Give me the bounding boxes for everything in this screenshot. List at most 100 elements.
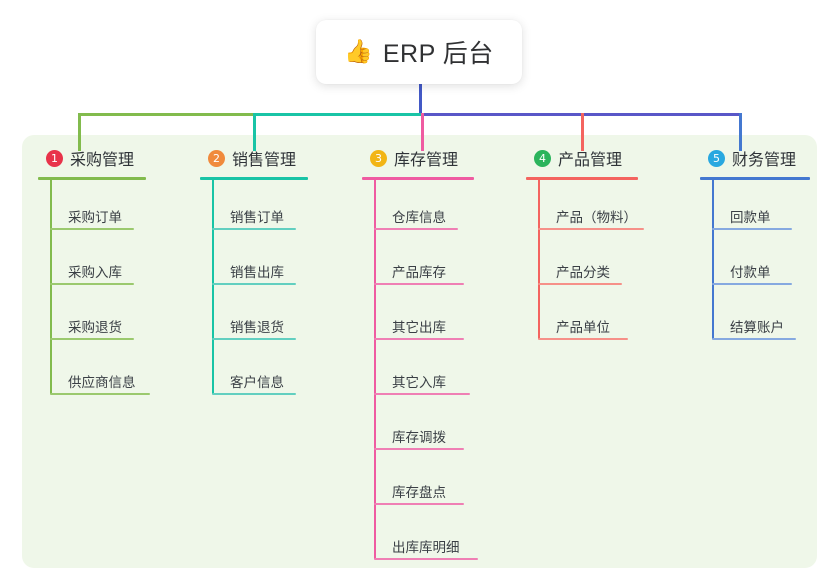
- leaf-node-rule: [374, 558, 478, 560]
- branch-header-inventory[interactable]: 3 库存管理: [362, 146, 474, 170]
- leaf-node-rule: [712, 338, 796, 340]
- leaf-node[interactable]: 产品分类: [526, 235, 638, 290]
- branch-header-rule-product: [526, 177, 638, 180]
- leaf-node-label: 其它入库: [392, 375, 446, 390]
- leaf-node-rule: [538, 228, 644, 230]
- leaf-node[interactable]: 结算账户: [700, 290, 810, 345]
- branch-title-finance: 财务管理: [732, 152, 797, 169]
- leaf-node-rule: [374, 393, 470, 395]
- branch-header-rule-inventory: [362, 177, 474, 180]
- leaf-node-rule: [212, 393, 296, 395]
- leaf-node-label: 产品单位: [556, 320, 610, 335]
- leaf-node[interactable]: 付款单: [700, 235, 810, 290]
- leaf-node[interactable]: 仓库信息: [362, 180, 474, 235]
- drop-finance: [739, 113, 742, 151]
- leaf-node-rule: [374, 228, 458, 230]
- leaf-node-rule: [50, 393, 150, 395]
- leaf-node[interactable]: 其它出库: [362, 290, 474, 345]
- leaf-node[interactable]: 其它入库: [362, 345, 474, 400]
- branch-badge-finance: 5: [708, 149, 725, 167]
- branch-header-rule-purchasing: [38, 177, 146, 180]
- leaf-node-label: 销售退货: [230, 320, 284, 335]
- drop-product: [581, 113, 584, 151]
- leaf-node-label: 产品（物料）: [556, 210, 637, 225]
- leaf-node[interactable]: 销售订单: [200, 180, 308, 235]
- branch-badge-inventory: 3: [370, 149, 387, 167]
- leaf-node[interactable]: 出库库明细: [362, 510, 478, 565]
- leaf-node-rule: [538, 338, 628, 340]
- leaf-node-rule: [50, 338, 134, 340]
- root-node-title: ERP 后台: [382, 40, 494, 68]
- leaf-node-label: 供应商信息: [68, 375, 136, 390]
- leaf-node[interactable]: 供应商信息: [38, 345, 150, 400]
- branch-items-sales: 销售订单销售出库销售退货客户信息: [200, 180, 308, 400]
- branch-header-finance[interactable]: 5 财务管理: [700, 146, 810, 170]
- leaf-node-label: 销售订单: [230, 210, 284, 225]
- branch-title-sales: 销售管理: [232, 152, 297, 169]
- leaf-node-label: 结算账户: [730, 320, 784, 335]
- leaf-node[interactable]: 销售出库: [200, 235, 308, 290]
- branch-items-finance: 回款单付款单结算账户: [700, 180, 810, 345]
- leaf-node-label: 产品库存: [392, 265, 446, 280]
- leaf-node[interactable]: 产品单位: [526, 290, 638, 345]
- leaf-node-rule: [212, 228, 296, 230]
- leaf-node[interactable]: 客户信息: [200, 345, 308, 400]
- leaf-node[interactable]: 采购入库: [38, 235, 146, 290]
- leaf-node[interactable]: 库存调拨: [362, 400, 474, 455]
- drop-inventory: [421, 113, 424, 151]
- bus-teal: [253, 113, 421, 116]
- thumbs-up-icon: 👍: [344, 38, 373, 65]
- leaf-node-label: 仓库信息: [392, 210, 446, 225]
- branch-title-inventory: 库存管理: [394, 152, 459, 169]
- branch-column-sales: 2 销售管理销售订单销售出库销售退货客户信息: [200, 146, 308, 400]
- leaf-node[interactable]: 销售退货: [200, 290, 308, 345]
- drop-sales: [253, 113, 256, 151]
- leaf-node-rule: [374, 503, 464, 505]
- leaf-node-label: 回款单: [730, 210, 771, 225]
- branch-title-purchasing: 采购管理: [70, 152, 135, 169]
- leaf-node-label: 付款单: [730, 265, 771, 280]
- leaf-node-rule: [374, 338, 464, 340]
- branch-spine-inventory: [374, 180, 376, 559]
- leaf-node-rule: [538, 283, 622, 285]
- leaf-node[interactable]: 产品库存: [362, 235, 474, 290]
- leaf-node-label: 出库库明细: [392, 540, 460, 555]
- branch-items-product: 产品（物料） 产品分类产品单位: [526, 180, 644, 345]
- branch-header-rule-finance: [700, 177, 810, 180]
- leaf-node[interactable]: 回款单: [700, 180, 810, 235]
- branch-header-purchasing[interactable]: 1 采购管理: [38, 146, 146, 170]
- root-node-erp-backend[interactable]: 👍 ERP 后台: [316, 20, 522, 84]
- leaf-node-rule: [712, 283, 792, 285]
- branch-items-purchasing: 采购订单采购入库采购退货供应商信息: [38, 180, 150, 400]
- leaf-node-label: 库存调拨: [392, 430, 446, 445]
- branch-spine-product: [538, 180, 540, 339]
- leaf-node[interactable]: 库存盘点: [362, 455, 474, 510]
- branch-spine-finance: [712, 180, 714, 339]
- leaf-node[interactable]: 采购退货: [38, 290, 146, 345]
- leaf-node-label: 产品分类: [556, 265, 610, 280]
- leaf-node-rule: [712, 228, 792, 230]
- leaf-node-label: 采购入库: [68, 265, 122, 280]
- branch-header-rule-sales: [200, 177, 308, 180]
- bus-green: [78, 113, 253, 116]
- leaf-node-rule: [50, 228, 134, 230]
- branch-header-sales[interactable]: 2 销售管理: [200, 146, 308, 170]
- branch-column-inventory: 3 库存管理仓库信息产品库存其它出库其它入库库存调拨库存盘点出库库明细: [362, 146, 478, 565]
- leaf-node-rule: [374, 283, 464, 285]
- leaf-node-label: 采购退货: [68, 320, 122, 335]
- leaf-node[interactable]: 采购订单: [38, 180, 146, 235]
- leaf-node[interactable]: 产品（物料）: [526, 180, 644, 235]
- branch-items-inventory: 仓库信息产品库存其它出库其它入库库存调拨库存盘点出库库明细: [362, 180, 478, 565]
- diagram-background-panel: [22, 135, 817, 568]
- leaf-node-rule: [212, 283, 296, 285]
- branch-badge-purchasing: 1: [46, 149, 63, 167]
- leaf-node-rule: [212, 338, 296, 340]
- leaf-node-label: 库存盘点: [392, 485, 446, 500]
- leaf-node-rule: [50, 283, 134, 285]
- branch-badge-sales: 2: [208, 149, 225, 167]
- branch-column-finance: 5 财务管理回款单付款单结算账户: [700, 146, 810, 345]
- branch-column-purchasing: 1 采购管理采购订单采购入库采购退货供应商信息: [38, 146, 150, 400]
